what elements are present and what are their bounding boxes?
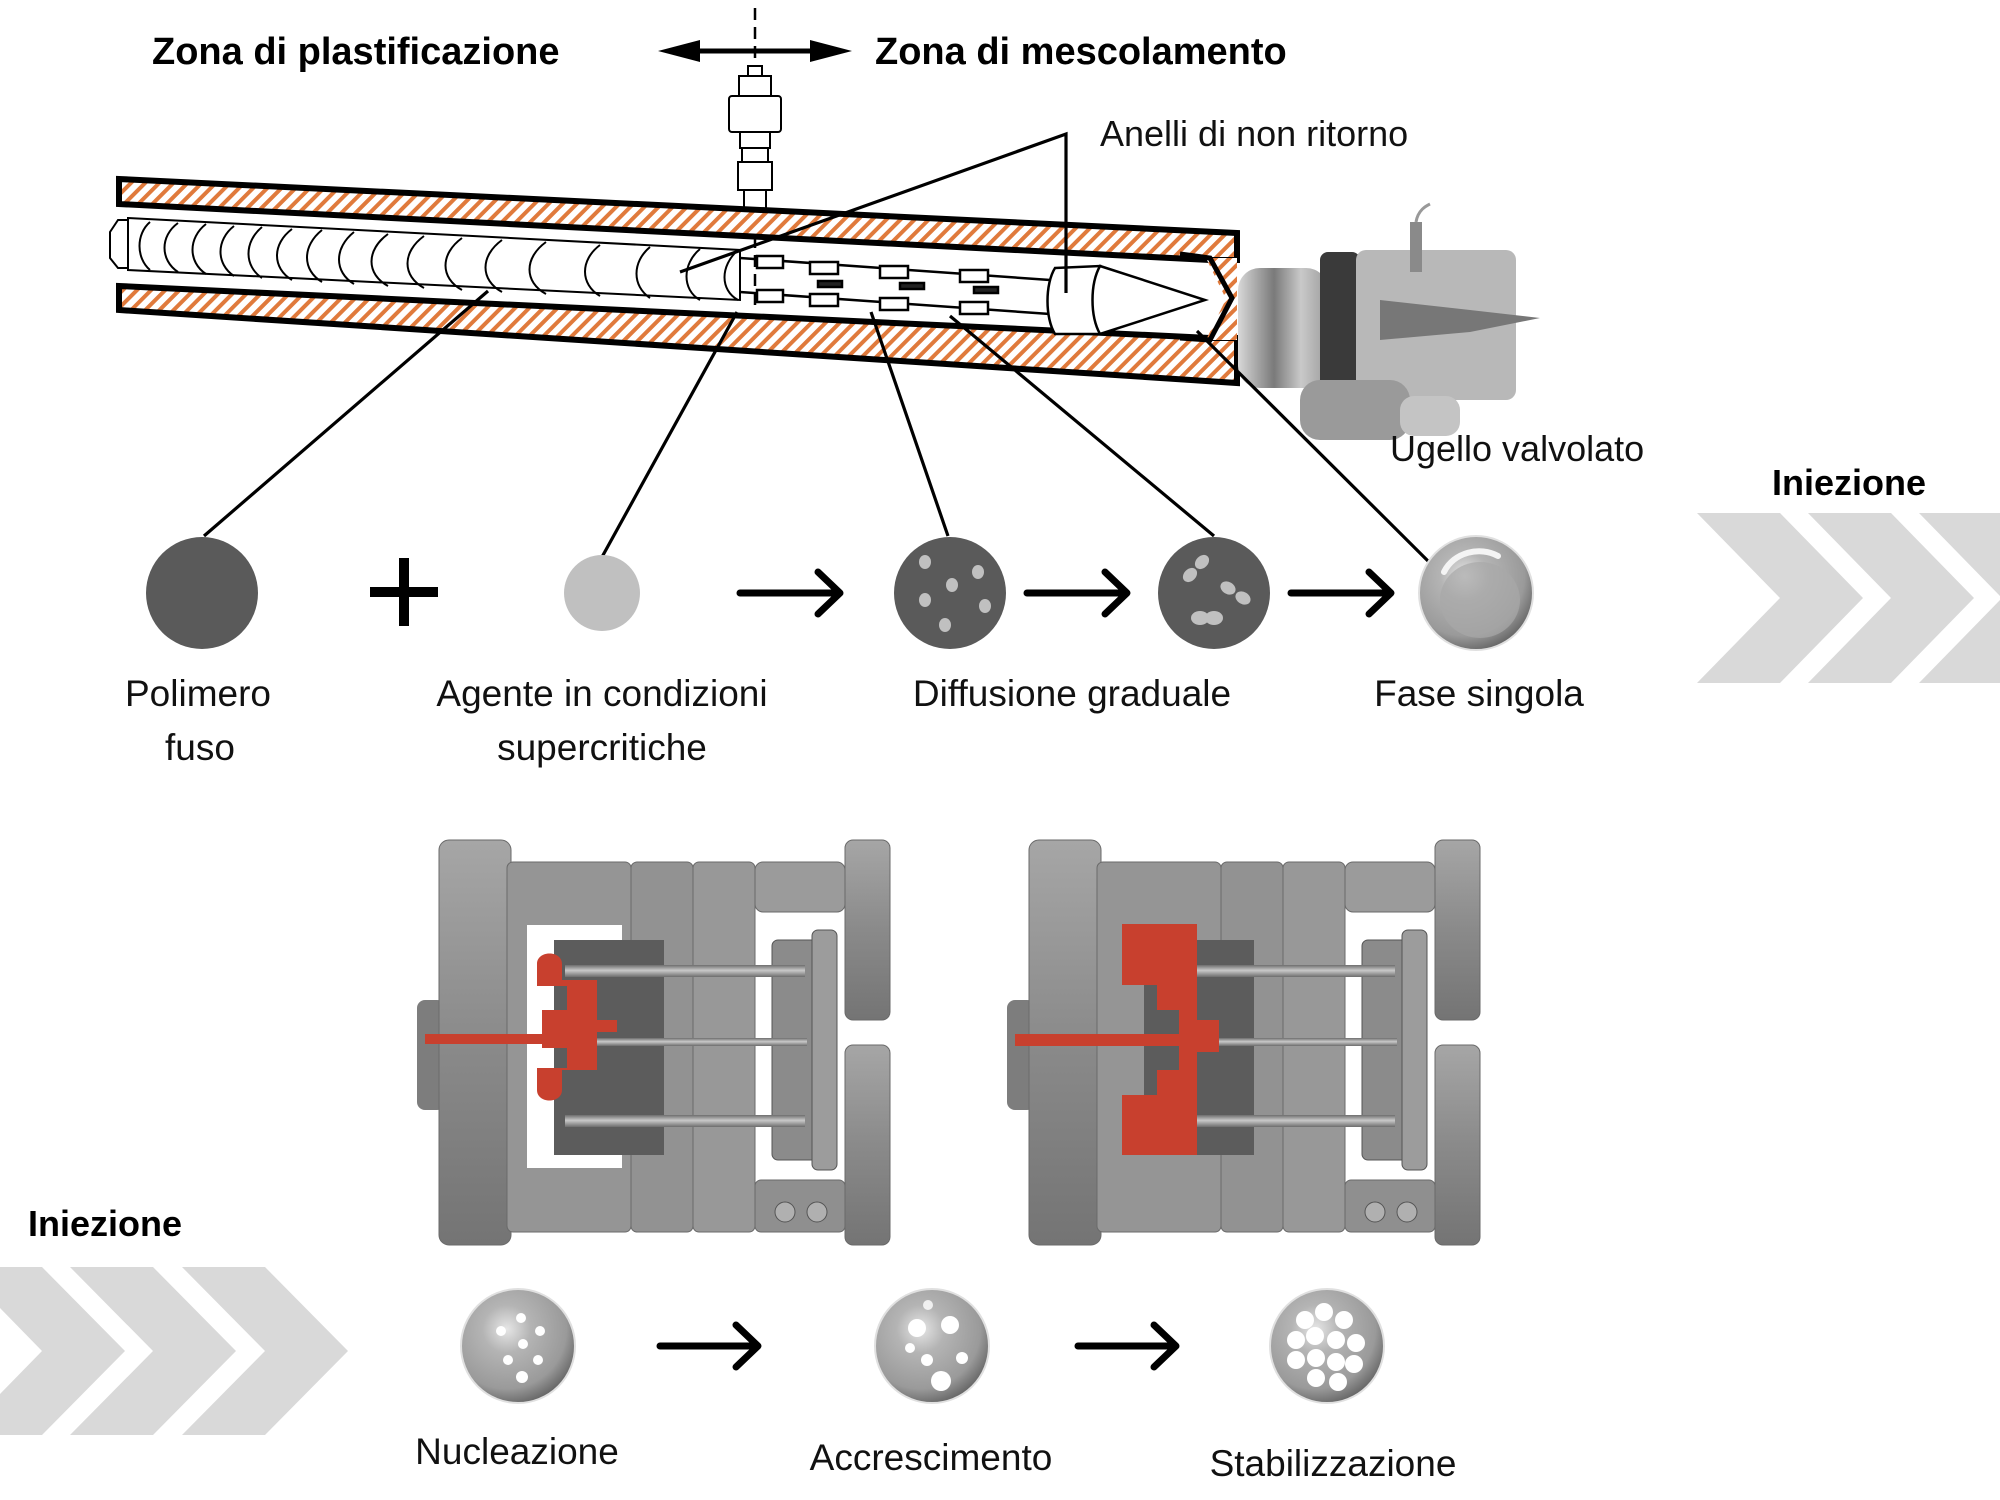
valve-nozzle-image bbox=[1238, 202, 1540, 440]
stage-label-single-phase: Fase singola bbox=[1374, 673, 1584, 714]
injection-label-right: Iniezione bbox=[1772, 462, 1926, 503]
leader-lines bbox=[202, 131, 1430, 563]
zone-mixing-label: Zona di mescolamento bbox=[875, 31, 1287, 73]
stage-label-nucleation: Nucleazione bbox=[415, 1431, 619, 1472]
gas-injector-icon bbox=[728, 65, 782, 213]
screw-icon bbox=[109, 216, 741, 302]
gradual-diffusion-icon bbox=[894, 537, 1006, 649]
non-return-ring-icon bbox=[1046, 264, 1210, 336]
mold-partial-fill bbox=[417, 839, 891, 1246]
merging-bubbles-icon bbox=[1158, 537, 1270, 649]
stage-label-agent-1: Agente in condizioni bbox=[436, 673, 767, 714]
non-return-rings-label: Anelli di non ritorno bbox=[1100, 113, 1408, 154]
arrow-right-icon bbox=[736, 568, 844, 618]
arrow-right-icon bbox=[1287, 568, 1395, 618]
stage-label-growth: Accrescimento bbox=[810, 1437, 1053, 1478]
mixing-section bbox=[739, 254, 1051, 316]
stage-label-stabilization: Stabilizzazione bbox=[1210, 1443, 1457, 1484]
supercritical-agent-icon bbox=[564, 555, 640, 631]
stage-label-polymer-2: fuso bbox=[165, 727, 235, 768]
arrow-right-icon bbox=[1023, 568, 1131, 618]
valve-nozzle-label: Ugello valvolato bbox=[1390, 428, 1644, 469]
stage-label-diffusion: Diffusione graduale bbox=[913, 673, 1231, 714]
stage-label-polymer-1: Polimero bbox=[125, 673, 271, 714]
injection-label-left: Iniezione bbox=[28, 1203, 182, 1244]
chevron-arrows-right bbox=[1697, 513, 2000, 683]
arrow-right-icon bbox=[656, 1321, 762, 1371]
melt-fill-full bbox=[1015, 924, 1219, 1155]
plus-icon bbox=[370, 558, 438, 626]
melt-fill-partial bbox=[425, 953, 617, 1101]
mold-full-fill bbox=[1007, 839, 1481, 1246]
arrow-right-icon bbox=[1074, 1321, 1180, 1371]
nucleation-icon bbox=[460, 1288, 576, 1404]
polymer-melt-icon bbox=[146, 537, 258, 649]
zone-plasticizing-label: Zona di plastificazione bbox=[152, 31, 560, 73]
chevron-arrows-left bbox=[0, 1267, 348, 1435]
growth-icon bbox=[874, 1288, 990, 1404]
single-phase-icon bbox=[1418, 535, 1534, 651]
barrel bbox=[116, 175, 1240, 387]
stabilization-icon bbox=[1269, 1288, 1385, 1404]
stage-label-agent-2: supercritiche bbox=[497, 727, 707, 768]
